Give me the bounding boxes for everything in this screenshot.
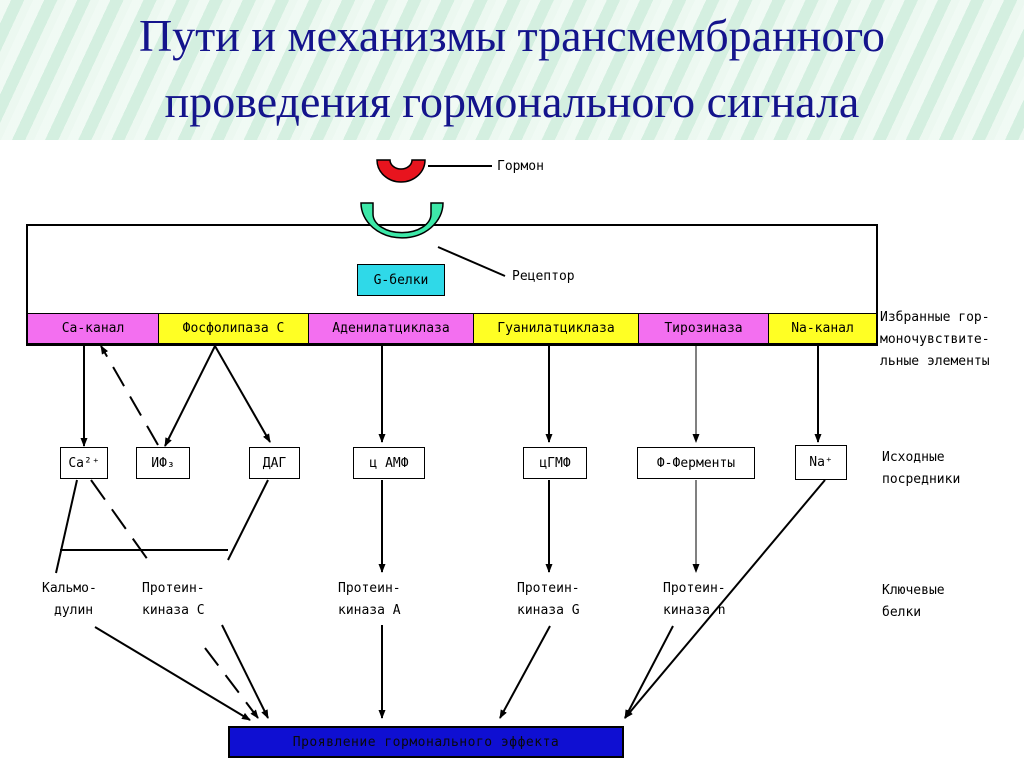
g-proteins-box: G-белки [357, 264, 445, 296]
key-protein-pkn-line2: киназа n [663, 603, 726, 618]
final-effect-box: Проявление гормонального эффекта [228, 726, 624, 758]
membrane-frame [26, 224, 878, 346]
key-protein-calmodulin: Кальмо- дулин [42, 578, 97, 622]
key-protein-pkg-line2: киназа G [517, 603, 580, 618]
enzyme-ca-channel: Са-канал [27, 313, 159, 344]
arrow-pkg-effect [499, 625, 551, 719]
key-protein-pkc-line2: киназа С [142, 603, 205, 618]
page-title-line-1: Пути и механизмы трансмембранного [138, 10, 886, 61]
side-label-initial-line1: Исходные [882, 450, 945, 465]
receptor-pointer [437, 246, 506, 277]
page-title-line-2: проведения гормонального сигнала [164, 76, 860, 127]
arrow-pkn-effect [624, 625, 674, 719]
side-label-selected-line1: Избранные гор- [880, 310, 990, 325]
key-protein-calmodulin-line2: дулин [54, 603, 94, 618]
title-banner: Пути и механизмы трансмембранного провед… [0, 0, 1024, 140]
mediator-dag: ДАГ [249, 447, 300, 479]
enzyme-phospholipase-c: Фосфолипаза С [158, 313, 309, 344]
link-ca-calmodulin [55, 479, 78, 574]
key-protein-pka: Протеин- киназа А [338, 578, 401, 622]
side-label-selected-elements: Избранные гор- моночувствите- льные элем… [880, 307, 990, 373]
arrow-pkc-effect [221, 624, 269, 719]
side-label-selected-line3: льные элементы [880, 354, 990, 369]
link-dag-pkc [227, 479, 269, 561]
arrow-na-effect [624, 479, 826, 719]
arrow-calmodulin-effect [94, 626, 251, 721]
link-ca-pkc-dashed [90, 479, 149, 561]
side-label-key-proteins: Ключевые белки [882, 580, 945, 624]
arrow-plc-ip3 [164, 345, 216, 447]
arrow-ip3-to-ca [100, 345, 159, 446]
arrow-plc-dag [214, 345, 271, 443]
key-protein-pkg: Протеин- киназа G [517, 578, 580, 622]
key-protein-pkg-line1: Протеин- [517, 581, 580, 596]
side-label-initial-line2: посредники [882, 472, 961, 487]
side-label-selected-line2: моночувствите- [880, 332, 990, 347]
key-protein-pka-line1: Протеин- [338, 581, 401, 596]
key-protein-pkn-line1: Протеин- [663, 581, 726, 596]
enzyme-tyrosinase: Тирозиназа [638, 313, 769, 344]
mediator-sodium: Na⁺ [795, 445, 847, 480]
key-protein-pka-line2: киназа А [338, 603, 401, 618]
enzyme-guanylate-cyclase: Гуанилатциклаза [473, 313, 639, 344]
enzyme-adenylate-cyclase: Аденилатциклаза [308, 313, 474, 344]
mediator-calcium: Са²⁺ [60, 447, 108, 479]
key-protein-calmodulin-line1: Кальмо- [42, 581, 97, 596]
side-label-key-line2: белки [882, 605, 922, 620]
hormone-shape [376, 159, 426, 183]
arrow-pkc-effect-dashed [204, 647, 259, 719]
mediator-f-enzymes: Ф-Ферменты [637, 447, 755, 479]
mediator-ip3: ИФ₃ [136, 447, 190, 479]
enzyme-na-channel: Na-канал [768, 313, 877, 344]
receptor-label: Рецептор [512, 269, 575, 284]
key-protein-pkc-line1: Протеин- [142, 581, 205, 596]
key-protein-pkc: Протеин- киназа С [142, 578, 205, 622]
side-label-initial-mediators: Исходные посредники [882, 447, 960, 491]
hormone-label: Гормон [497, 159, 544, 174]
side-label-key-line1: Ключевые [882, 583, 945, 598]
mediator-cgmp: цГМФ [523, 447, 587, 479]
key-protein-pkn: Протеин- киназа n [663, 578, 726, 622]
receptor-shape [360, 202, 444, 239]
mediator-camp: ц АМФ [353, 447, 425, 479]
